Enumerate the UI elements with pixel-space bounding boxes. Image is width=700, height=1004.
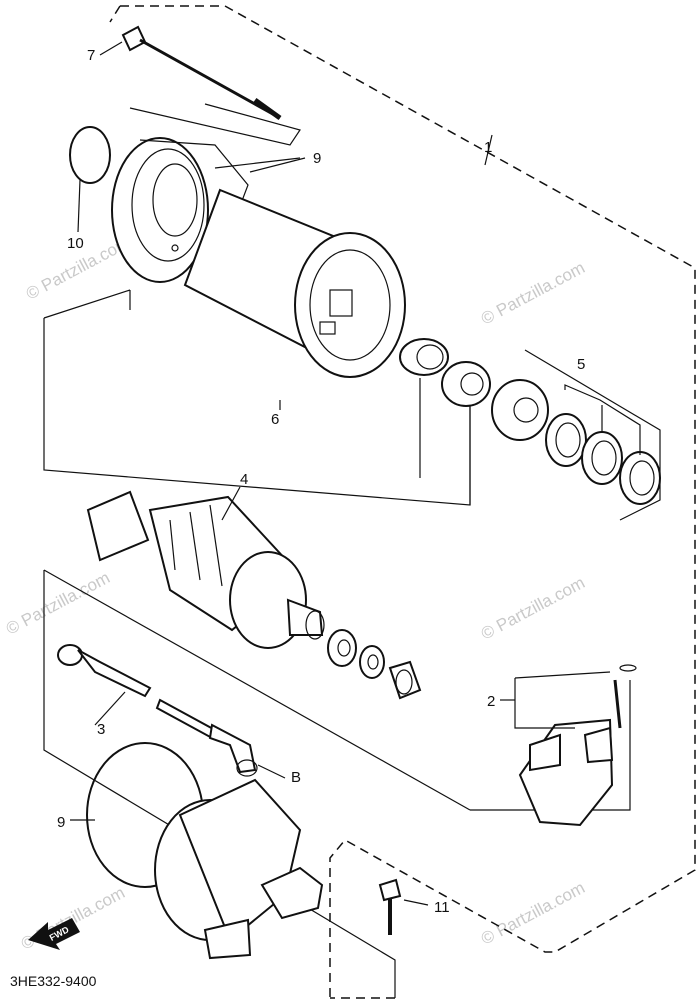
diagram-code: 3HE332-9400 (10, 973, 97, 989)
part-spacer-ring (441, 361, 491, 407)
part-2-brush-holder (518, 664, 637, 827)
watermark-2: © Partzilla.com (478, 258, 588, 329)
part-11-screw (378, 878, 402, 935)
part-7-through-bolt (99, 25, 282, 121)
part-front-bracket (111, 137, 249, 286)
callout-10: 10 (67, 235, 84, 252)
group-box-washers (524, 349, 661, 521)
part-rear-cover (154, 778, 324, 960)
watermark-5: © Partzilla.com (18, 883, 128, 954)
group-box-brush (470, 680, 631, 811)
callout-4: 4 (240, 471, 248, 488)
callout-7: 7 (87, 47, 95, 64)
part-6-yoke (183, 188, 406, 378)
callout-3: 3 (97, 721, 105, 738)
callout-6: 6 (271, 411, 279, 428)
part-10-o-ring (69, 126, 111, 184)
part-bearing (399, 338, 449, 376)
callout-9-lower: 9 (57, 814, 65, 831)
part-4-armature (86, 490, 325, 649)
callout-11: 11 (434, 899, 450, 916)
callout-b: B (291, 769, 301, 786)
callout-1: 1 (484, 139, 492, 156)
part-5-washers (491, 379, 661, 505)
part-lead-wire-b (155, 698, 258, 777)
callout-9-upper: 9 (313, 150, 321, 167)
group-box-bolt (129, 103, 301, 146)
part-armature-washers (327, 629, 422, 700)
watermark-4: © Partzilla.com (478, 573, 588, 644)
callout-2: 2 (487, 693, 495, 710)
callout-5: 5 (577, 356, 585, 373)
part-3-lead-wire (57, 644, 152, 698)
forward-arrow-icon: FWD (28, 918, 80, 950)
watermark-6: © Partzilla.com (478, 878, 588, 949)
